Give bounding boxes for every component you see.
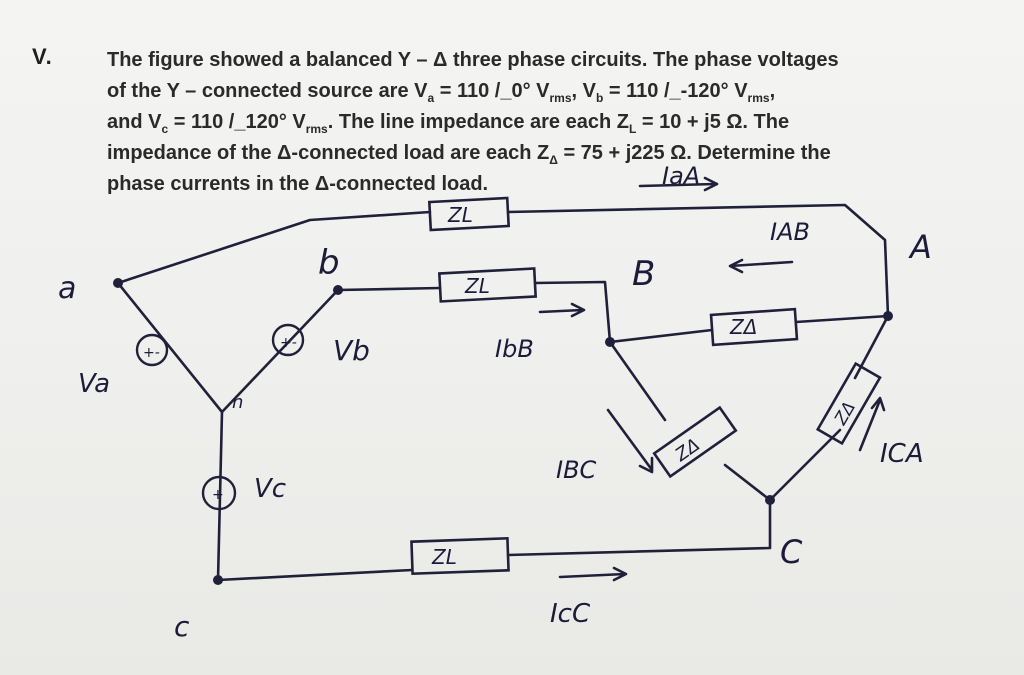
label-current-CA: ICA <box>880 439 924 469</box>
svg-text:+-: +- <box>280 335 297 351</box>
arrow-aA <box>638 176 719 192</box>
problem-line-2: of the Y – connected source are Va = 110… <box>107 80 776 105</box>
ZL-bottom-label: ZL <box>431 545 457 569</box>
wire-Zdelta-top-to-A <box>794 314 890 324</box>
label-vb: Vb <box>333 334 370 367</box>
wire-Zdelta-right-to-C <box>768 428 842 502</box>
wire-ZL-bottom-to-C <box>506 498 772 557</box>
arrow-AB <box>728 258 794 274</box>
arrow-bB <box>538 302 586 318</box>
problem-line-1: The figure showed a balanced Y – Δ three… <box>107 49 839 71</box>
source-va: +- <box>135 333 169 367</box>
delta-impedance-BC: ZΔ <box>652 405 738 479</box>
label-node-n: n <box>232 392 243 413</box>
wire-a-to-ZL-top <box>116 210 432 285</box>
arrow-BC <box>606 408 654 474</box>
wire-B-to-Zdelta-left <box>608 340 667 422</box>
wire-Zdelta-left-to-C <box>723 463 772 502</box>
Zdelta-AB-label: ZΔ <box>729 315 757 339</box>
label-node-A: A <box>908 228 932 266</box>
delta-impedance-AB: ZΔ <box>709 307 799 347</box>
label-node-c: c <box>174 610 190 643</box>
source-vc: + <box>201 475 237 511</box>
node-B-dot <box>605 337 615 347</box>
node-b-dot <box>333 285 343 295</box>
source-vb: +- <box>271 323 305 357</box>
wire-c-to-ZL-bottom <box>216 568 414 582</box>
label-current-BC: IBC <box>556 456 597 484</box>
node-C-dot <box>765 495 775 505</box>
Zdelta-CA-label: ZΔ <box>830 398 859 429</box>
question-number: V. <box>32 44 53 69</box>
line-impedance-top: ZL <box>427 196 511 232</box>
label-current-bB: IbB <box>495 335 534 363</box>
ZL-top-label: ZL <box>447 203 473 227</box>
wire-c-leg <box>216 410 224 582</box>
label-node-b: b <box>318 243 340 283</box>
wire-ZL-top-to-A <box>506 203 890 318</box>
problem-line-4: impedance of the Δ-connected load are ea… <box>107 142 831 167</box>
line-impedance-bottom: ZL <box>410 536 510 576</box>
ZL-mid-label: ZL <box>464 274 490 298</box>
wire-b-to-ZL-mid <box>336 286 442 292</box>
label-va: Va <box>78 369 110 399</box>
wire-A-to-Zdelta-right <box>853 314 890 380</box>
label-current-cC: IcC <box>550 599 591 629</box>
wire-b-leg <box>220 288 340 414</box>
wire-a-leg <box>116 281 224 414</box>
problem-line-5: phase currents in the Δ-connected load. <box>107 173 489 195</box>
arrow-CA <box>858 396 886 452</box>
problem-statement: The figure showed a balanced Y – Δ three… <box>107 45 927 200</box>
node-A-dot <box>883 311 893 321</box>
label-node-C: C <box>780 533 803 571</box>
label-vc: Vc <box>254 474 286 504</box>
label-node-a: a <box>58 271 76 306</box>
wire-ZL-mid-to-B <box>533 280 612 344</box>
wire-B-to-Zdelta-top <box>608 328 714 344</box>
arrow-cC <box>558 566 628 582</box>
label-node-B: B <box>632 254 655 294</box>
delta-impedance-CA: ZΔ <box>815 361 882 446</box>
node-c-dot <box>213 575 223 585</box>
svg-text:+-: +- <box>143 345 160 361</box>
svg-text:+: + <box>212 487 224 503</box>
label-current-AB: IAB <box>770 218 810 246</box>
line-impedance-mid: ZL <box>437 267 538 303</box>
node-a-dot <box>113 278 123 288</box>
problem-line-3: and Vc = 110 /_120° Vrms. The line imped… <box>107 111 790 136</box>
